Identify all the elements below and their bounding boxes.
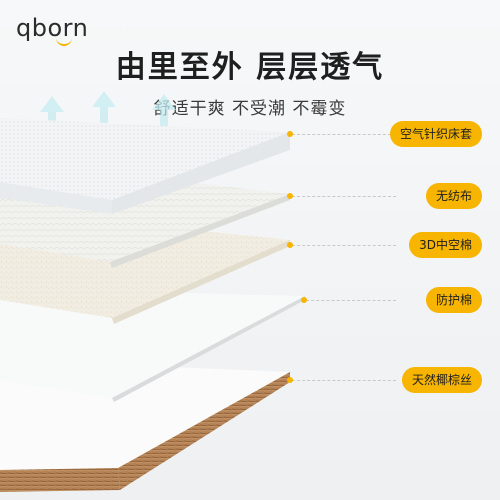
leader-line [292,245,396,246]
leader-line [292,380,396,381]
leader-line [292,134,396,135]
layer-label: 3D中空棉 [409,232,482,258]
marker-dot-icon [287,193,293,199]
leader-line [292,196,396,197]
marker-dot-icon [287,131,293,137]
layer-knit-cover [0,118,290,214]
marker-dot-icon [301,297,307,303]
marker-dot-icon [287,377,293,383]
leader-line [306,300,396,301]
layer-label: 天然椰棕丝 [401,367,482,393]
headline: 由里至外 层层透气 [115,50,385,85]
marker-dot-icon [287,242,293,248]
layer-label: 空气针织床套 [389,121,482,147]
subline: 舒适干爽 不受潮 不霉变 [153,99,347,119]
layer-protective-cotton [0,288,305,402]
logo-smile-icon [56,38,72,46]
layer-label: 无纺布 [425,183,482,209]
layer-label: 防护棉 [425,287,482,313]
brand-logo: qborn [16,14,89,42]
